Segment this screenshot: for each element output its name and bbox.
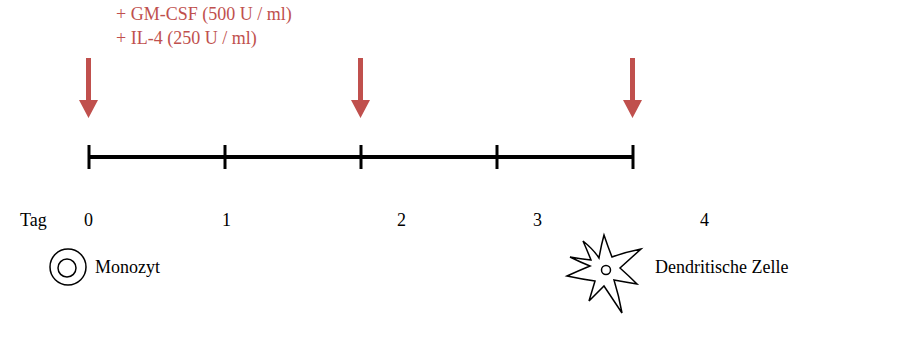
red-arrow bbox=[79, 58, 98, 118]
day-number: 4 bbox=[700, 210, 709, 231]
cell-label: Dendritische Zelle bbox=[655, 257, 788, 278]
dendritic-cell bbox=[567, 235, 641, 313]
day-number: 0 bbox=[84, 210, 93, 231]
day-number: 2 bbox=[397, 210, 406, 231]
monocyte-cell bbox=[50, 249, 86, 285]
cell-label: Monozyt bbox=[95, 257, 160, 278]
medium-supplement: + GM-CSF (500 U / ml) bbox=[116, 4, 292, 25]
tick-mark bbox=[224, 145, 227, 169]
tick-mark bbox=[360, 145, 363, 169]
red-arrow bbox=[623, 58, 642, 118]
axis-title: Tag bbox=[20, 210, 47, 231]
cell-nucleus bbox=[58, 259, 76, 277]
tick-mark bbox=[632, 145, 635, 169]
red-arrow bbox=[351, 58, 370, 118]
day-number: 1 bbox=[222, 210, 231, 231]
day-number: 3 bbox=[533, 210, 542, 231]
tick-mark bbox=[496, 145, 499, 169]
medium-supplement: + IL-4 (250 U / ml) bbox=[116, 28, 257, 49]
tick-mark bbox=[88, 145, 91, 169]
cell-nucleus bbox=[602, 266, 611, 275]
